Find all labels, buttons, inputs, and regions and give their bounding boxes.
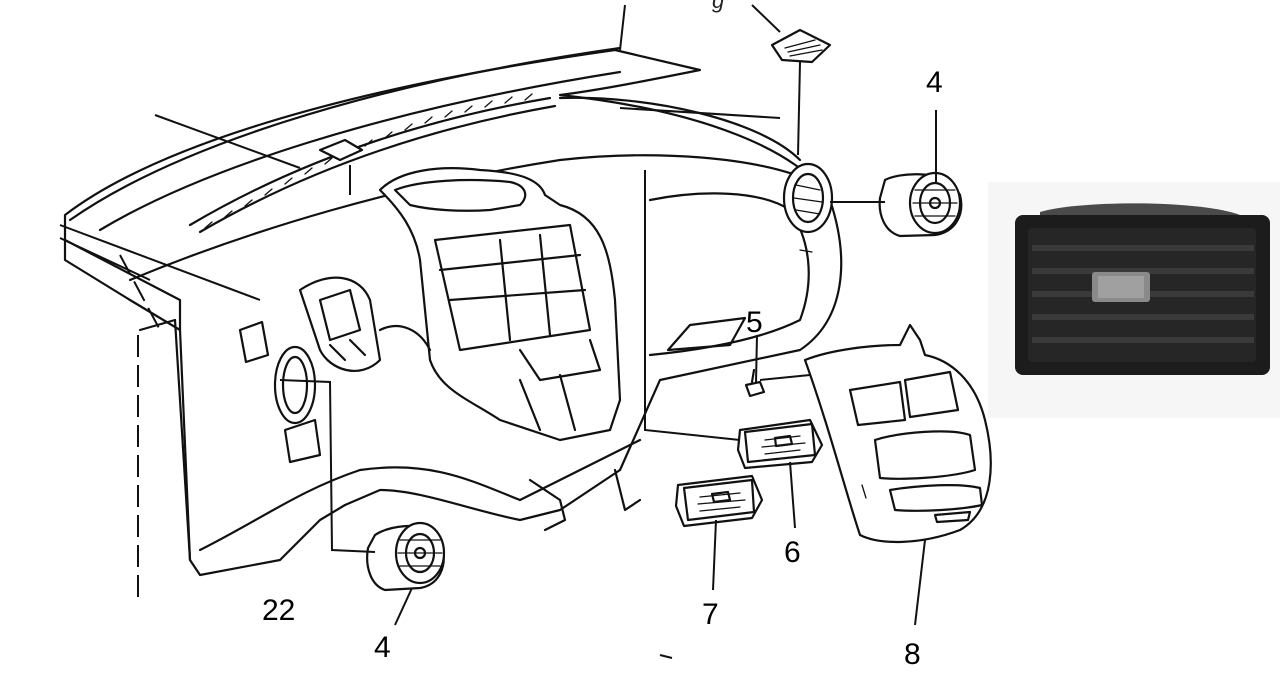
center-vent-left bbox=[674, 474, 764, 528]
callout-numbers: 4 4 5 6 7 8 22 bbox=[262, 66, 943, 671]
callout-clip: 5 bbox=[746, 306, 763, 339]
callout-center-vent-right: 6 bbox=[784, 536, 801, 569]
round-vent-lower-left bbox=[366, 521, 446, 592]
vent-photo-inset bbox=[988, 182, 1280, 418]
left-vent-opening bbox=[273, 345, 317, 425]
speaker-grille bbox=[770, 28, 832, 64]
center-vent-right bbox=[736, 418, 824, 470]
callout-partial-left: 22 bbox=[262, 594, 295, 627]
vent-photo bbox=[1015, 203, 1270, 375]
callout-bezel: 8 bbox=[904, 638, 921, 671]
callout-center-vent-left: 7 bbox=[702, 598, 719, 631]
round-vent-upper-right bbox=[878, 171, 963, 238]
center-bezel bbox=[803, 323, 992, 544]
top-partial-note: g bbox=[712, 0, 725, 13]
callout-vent-upper-right: 4 bbox=[926, 66, 943, 99]
right-vent-opening bbox=[782, 162, 834, 234]
leader-lines bbox=[59, 4, 937, 659]
clip-part bbox=[744, 368, 766, 398]
left-cluster-cavity bbox=[238, 276, 432, 464]
callout-vent-lower-left: 4 bbox=[374, 631, 391, 664]
center-stack-frame bbox=[378, 167, 642, 532]
